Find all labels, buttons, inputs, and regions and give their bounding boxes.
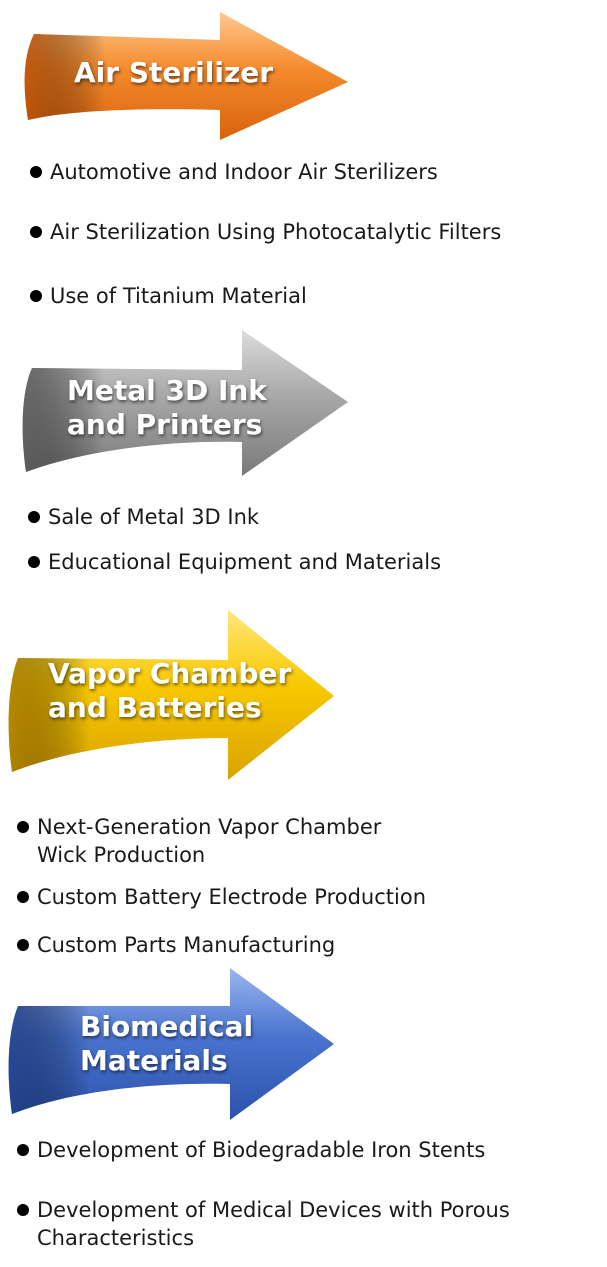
metal-3d-ink-title: Metal 3D Ink and Printers: [67, 374, 267, 442]
list-item-line-2: Characteristics: [37, 1226, 195, 1250]
list-item-line-2: Wick Production: [37, 843, 206, 867]
biomedical-materials-list: Development of Biodegradable Iron Stents…: [17, 1136, 510, 1252]
air-sterilizer-title-line: Air Sterilizer: [74, 56, 274, 89]
biomedical-materials-title: Biomedical Materials: [80, 1010, 253, 1078]
vapor-chamber-title-line-2: and Batteries: [48, 691, 262, 724]
list-item: Sale of Metal 3D Ink: [28, 503, 441, 531]
metal-3d-ink-list: Sale of Metal 3D Ink Educational Equipme…: [28, 503, 441, 576]
list-item: Development of Biodegradable Iron Stents: [17, 1136, 510, 1164]
list-item: Custom Battery Electrode Production: [17, 883, 426, 911]
vapor-chamber-list: Next-Generation Vapor Chamber Wick Produ…: [17, 813, 426, 959]
list-item: Custom Parts Manufacturing: [17, 931, 426, 959]
vapor-chamber-title-line-1: Vapor Chamber: [48, 657, 292, 690]
list-item-line-1: Development of Medical Devices with Poro…: [37, 1198, 510, 1222]
list-item: Use of Titanium Material: [30, 282, 501, 310]
air-sterilizer-arrow: [24, 12, 348, 140]
list-item: Development of Medical Devices with Poro…: [17, 1196, 510, 1252]
list-item: Educational Equipment and Materials: [28, 548, 441, 576]
vapor-chamber-title: Vapor Chamber and Batteries: [48, 657, 291, 725]
biomedical-materials-title-line-2: Materials: [80, 1044, 228, 1077]
metal-3d-ink-title-line-1: Metal 3D Ink: [67, 374, 267, 407]
metal-3d-ink-title-line-2: and Printers: [67, 408, 263, 441]
air-sterilizer-list: Automotive and Indoor Air Sterilizers Ai…: [30, 158, 501, 310]
biomedical-materials-arrow: [8, 968, 334, 1120]
list-item-line-1: Next-Generation Vapor Chamber: [37, 815, 382, 839]
vapor-chamber-arrow: [8, 610, 334, 780]
metal-3d-ink-arrow: [22, 330, 348, 476]
biomedical-materials-title-line-1: Biomedical: [80, 1010, 254, 1043]
list-item: Air Sterilization Using Photocatalytic F…: [30, 218, 501, 246]
list-item: Next-Generation Vapor Chamber Wick Produ…: [17, 813, 426, 869]
list-item: Automotive and Indoor Air Sterilizers: [30, 158, 501, 186]
air-sterilizer-title: Air Sterilizer: [74, 56, 273, 90]
